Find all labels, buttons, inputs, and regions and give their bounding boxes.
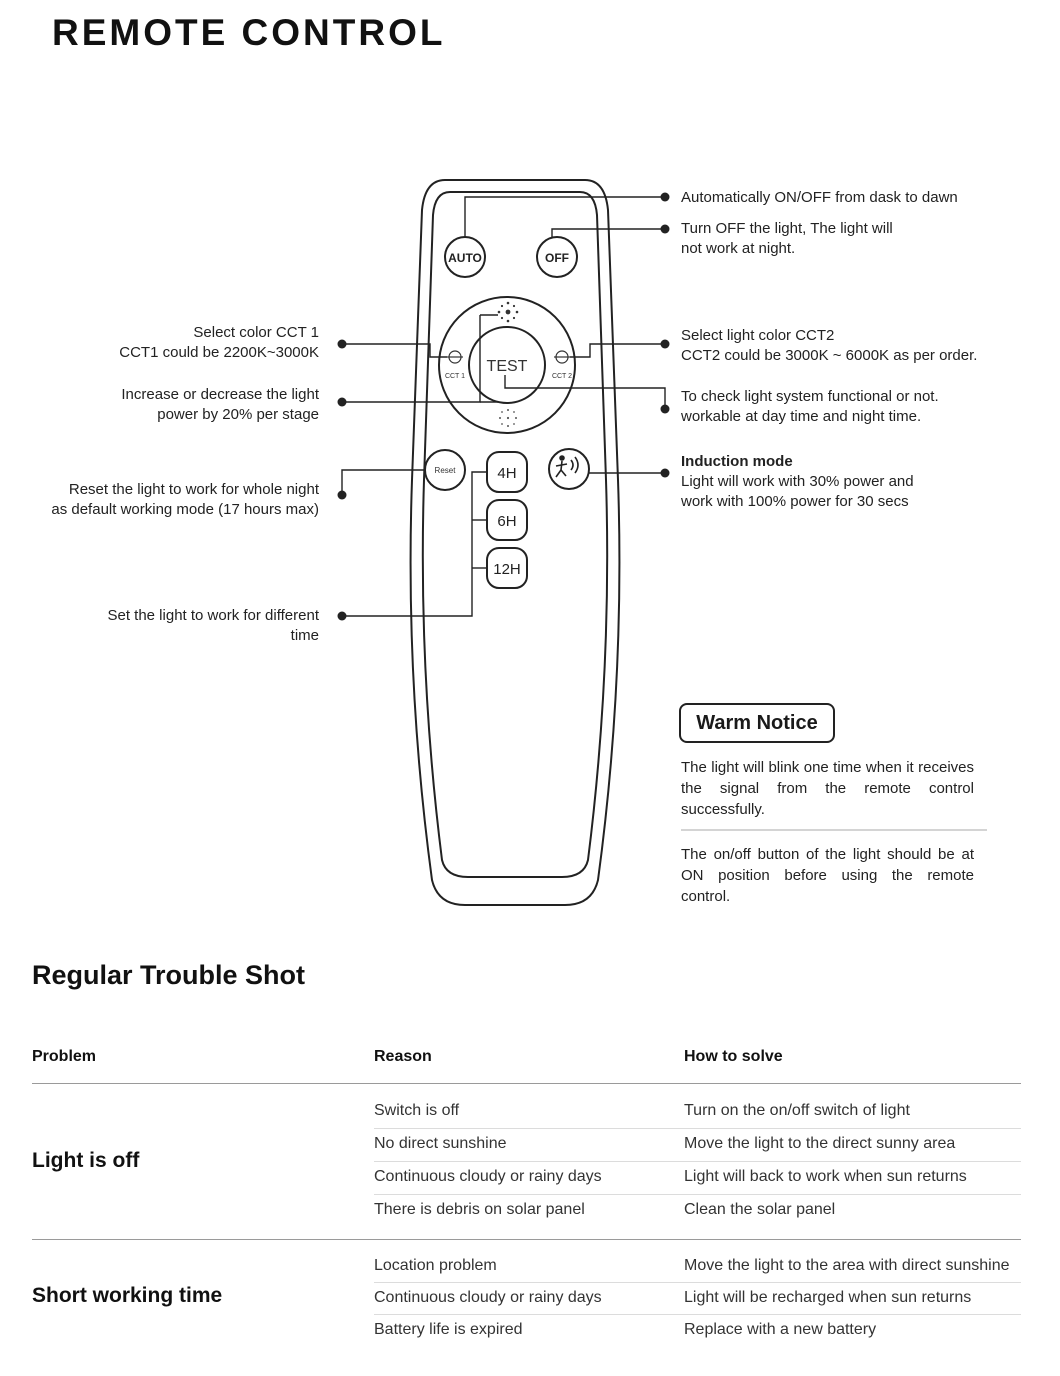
warm-notice-paragraph-2: The on/off button of the light should be… [681,846,974,905]
row-divider [374,1161,1021,1162]
callout-induction-line1: Light will work with 30% power and [681,473,914,490]
callout-induction: Induction mode Light will work with 30% … [681,452,914,512]
callout-time-line1: Set the light to work for different [107,607,319,624]
header-divider [32,1083,1021,1084]
12h-button-label: 12H [493,561,521,578]
solution-cell: Clean the solar panel [684,1201,836,1218]
callout-cct2: Select light color CCT2 CCT2 could be 30… [681,326,977,366]
row-divider [374,1128,1021,1129]
off-button-label: OFF [545,251,569,265]
problem-light-off: Light is off [32,1149,140,1172]
callout-time: Set the light to work for different time [60,606,319,646]
induction-button[interactable] [548,448,590,490]
reason-cell: There is debris on solar panel [374,1201,585,1218]
callout-test-line2: workable at day time and night time. [681,408,922,425]
callout-test: To check light system functional or not.… [681,387,939,427]
cct2-button[interactable] [554,350,570,364]
row-divider [374,1282,1021,1283]
warm-notice-divider [681,829,987,831]
cct1-button[interactable] [447,350,463,364]
cct2-label: CCT 2 [552,373,572,380]
6h-button-label: 6H [497,513,516,530]
callout-cct2-line2: CCT2 could be 3000K ~ 6000K as per order… [681,347,978,364]
reset-button-label: Reset [435,466,457,475]
row-divider [374,1194,1021,1195]
cct1-label: CCT 1 [445,373,465,380]
trouble-title: Regular Trouble Shot [32,960,306,990]
header-problem: Problem [32,1048,97,1065]
callout-reset-line2: as default working mode (17 hours max) [51,501,319,518]
auto-button-label: AUTO [448,251,482,265]
callout-cct2-line1: Select light color CCT2 [681,327,835,344]
callout-time-line2: time [290,627,319,644]
callout-off-line1: Turn OFF the light, The light will [681,220,893,237]
brightness-up-icon[interactable] [497,301,519,323]
reason-cell: No direct sunshine [374,1135,507,1152]
leader-lines [341,196,666,617]
callout-off: Turn OFF the light, The light will not w… [681,219,893,259]
4h-button-label: 4H [497,465,516,482]
warm-notice-paragraph-1: The light will blink one time when it re… [681,759,974,818]
test-button-label: TEST [487,358,528,375]
reason-cell: Continuous cloudy or rainy days [374,1289,602,1306]
brightness-down-icon[interactable] [499,409,517,427]
problem-short-working-time: Short working time [32,1284,223,1307]
group-divider [32,1239,1021,1240]
solution-cell: Replace with a new battery [684,1321,877,1338]
reason-cell: Continuous cloudy or rainy days [374,1168,602,1185]
solution-cell: Move the light to the area with direct s… [684,1257,1010,1274]
callout-reset: Reset the light to work for whole night … [20,480,319,520]
warm-notice-title: Warm Notice [679,703,835,743]
callout-reset-line1: Reset the light to work for whole night [68,481,319,498]
callout-cct1-line2: CCT1 could be 2200K~3000K [119,344,319,361]
solution-cell: Move the light to the direct sunny area [684,1135,956,1152]
callout-test-line1: To check light system functional or not. [681,388,939,405]
callout-induction-line2: work with 100% power for 30 secs [681,493,909,510]
callout-off-line2: not work at night. [681,240,796,257]
solution-cell: Turn on the on/off switch of light [684,1102,910,1119]
callout-cct1-line1: Select color CCT 1 [193,324,319,341]
remote-diagram: AUTO OFF TEST CCT 1 CCT 2 Reset [337,179,670,906]
callout-auto: Automatically ON/OFF from dask to dawn [681,189,958,206]
motion-sensor-icon [555,455,579,478]
solution-cell: Light will back to work when sun returns [684,1168,967,1185]
reason-cell: Switch is off [374,1102,460,1119]
callout-cct1: Select color CCT 1 CCT1 could be 2200K~3… [60,323,319,363]
remote-body [409,179,621,906]
callout-power-line1: Increase or decrease the light [121,386,319,403]
reason-cell: Battery life is expired [374,1321,523,1338]
callout-power-line2: power by 20% per stage [157,406,319,423]
page-title: REMOTE CONTROL [52,12,446,53]
callout-power: Increase or decrease the light power by … [60,385,319,425]
reason-cell: Location problem [374,1257,497,1274]
leader-dots [337,192,670,621]
header-reason: Reason [374,1048,432,1065]
row-divider [374,1314,1021,1315]
off-button[interactable] [536,236,578,278]
solution-cell: Light will be recharged when sun returns [684,1289,972,1306]
callout-induction-title: Induction mode [681,453,793,470]
header-solution: How to solve [684,1048,783,1065]
test-button[interactable] [468,326,546,404]
